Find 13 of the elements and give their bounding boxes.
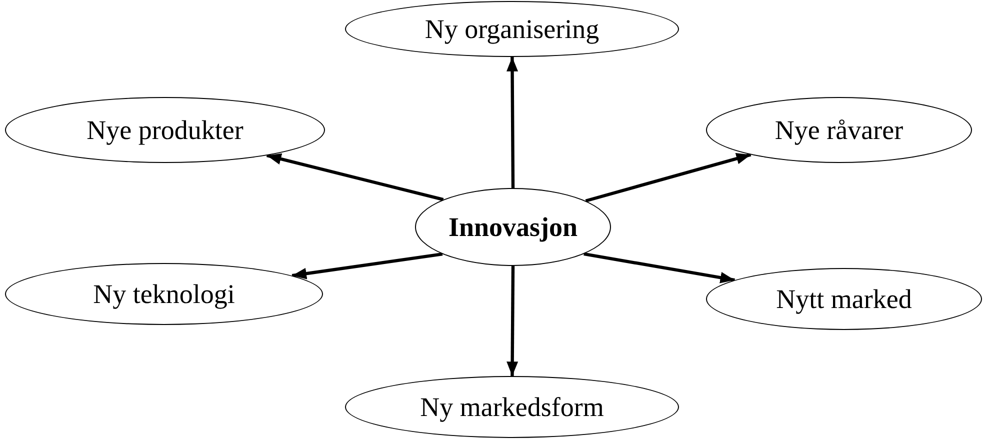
arrow [585,153,752,202]
ellipse-node: Ny teknologi [5,263,323,325]
arrow [506,266,518,376]
ellipse-node: Nye produkter [5,97,325,163]
arrow [292,252,443,280]
arrow [506,56,518,188]
ellipse-node: Ny markedsform [345,376,679,438]
ellipse-node: Innovasjon [415,188,611,266]
ellipse-node: Nye råvarer [706,97,972,163]
ellipse-node: Ny organisering [345,1,679,57]
ellipse-node: Nytt marked [706,268,982,330]
arrow [584,252,735,284]
arrow [266,153,444,202]
